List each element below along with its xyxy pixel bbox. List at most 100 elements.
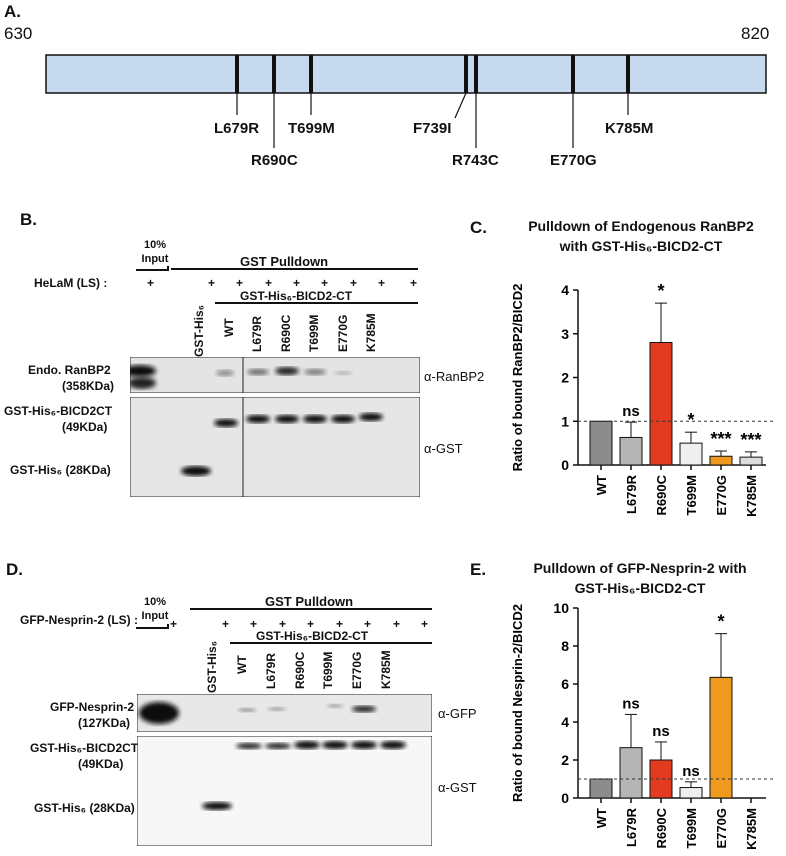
y-tick-label: 1	[561, 413, 569, 429]
lane-label: GST-His₆	[205, 640, 219, 693]
plus-sign: +	[208, 276, 216, 290]
input-label: 10% Input	[141, 239, 169, 265]
bar	[619, 747, 643, 799]
bar	[619, 436, 643, 466]
bicd2-domain-bar	[45, 54, 767, 94]
bar	[739, 456, 763, 466]
bar	[679, 787, 703, 799]
bar	[709, 455, 733, 466]
mutation-label-k785m: K785M	[605, 120, 654, 137]
mutation-label-r743c: R743C	[452, 152, 499, 169]
mutation-label-t699m: T699M	[288, 120, 335, 137]
panel-e-label: E.	[470, 560, 487, 579]
blot1-name: GFP-Nesprin-2	[50, 700, 135, 714]
y-axis-label: Ratio of bound RanBP2/BICD2	[510, 284, 525, 472]
construct-label: GST-His₆-BICD2-CT	[256, 629, 369, 643]
mutation-label-e770g: E770G	[550, 152, 597, 169]
plus-sign: +	[279, 617, 287, 631]
western-blot-ranbp2	[130, 357, 420, 393]
x-tick-label: K785M	[744, 475, 759, 517]
y-tick-label: 8	[561, 638, 569, 654]
lane-label: K785M	[379, 650, 393, 689]
plus-sign: +	[393, 617, 401, 631]
plus-sign: +	[222, 617, 230, 631]
lane-label: E770G	[336, 314, 350, 352]
x-tick-label: WT	[594, 808, 609, 828]
x-tick-label: E770G	[714, 475, 729, 515]
y-tick-label: 2	[561, 752, 569, 768]
domain-start-label: 630	[4, 24, 33, 43]
blot2-antibody: α-GST	[424, 441, 463, 456]
y-tick-label: 2	[561, 370, 569, 386]
lane-label: WT	[222, 318, 236, 337]
lane-label: T699M	[307, 314, 321, 352]
plus-sign: +	[293, 276, 301, 290]
treatment-label: HeLaM (LS) :	[34, 276, 108, 290]
mutation-label-f739i: F739I	[413, 120, 452, 137]
plus-sign: +	[147, 276, 155, 290]
lane-label: GST-His₆	[192, 304, 206, 357]
plus-sign: +	[421, 617, 429, 631]
lane-label: R690C	[279, 314, 293, 352]
panel-d-label: D.	[6, 560, 23, 579]
plus-sign: +	[350, 276, 358, 290]
bar	[679, 442, 703, 466]
y-tick-label: 4	[561, 714, 569, 730]
blot3-name: GST-His₆ (28KDa)	[10, 463, 111, 477]
y-tick-label: 4	[561, 282, 569, 298]
lane-label: L679R	[264, 652, 278, 689]
significance-label: ns	[622, 695, 640, 712]
x-tick-label: E770G	[714, 808, 729, 848]
lane-label: R690C	[293, 651, 307, 689]
x-tick-label: L679R	[624, 474, 639, 514]
significance-label: ***	[710, 429, 731, 449]
input-label: 10% Input	[141, 596, 169, 622]
blot1-name: Endo. RanBP2	[28, 363, 111, 377]
plus-sign: +	[378, 276, 386, 290]
bar	[649, 342, 673, 466]
plus-sign: +	[364, 617, 372, 631]
significance-label: *	[657, 281, 664, 301]
blot2-name: GST-His₆-BICD2CT	[30, 741, 139, 755]
significance-label: ns	[652, 723, 670, 740]
bar	[589, 420, 613, 466]
blot1-antibody: α-RanBP2	[424, 369, 485, 384]
domain-end-label: 820	[741, 24, 770, 43]
plus-sign: +	[265, 276, 273, 290]
lane-label: E770G	[350, 651, 364, 689]
western-blot-gst	[130, 397, 420, 497]
blot2-size: (49KDa)	[62, 420, 108, 434]
significance-label: *	[717, 612, 724, 632]
plus-sign: +	[307, 617, 315, 631]
plus-sign: +	[250, 617, 258, 631]
y-tick-label: 3	[561, 326, 569, 342]
blot1-size: (358KDa)	[62, 379, 115, 393]
y-axis-label: Ratio of bound Nesprin-2/BICD2	[510, 604, 525, 802]
significance-label: ns	[622, 403, 640, 420]
significance-label: *	[687, 410, 694, 430]
blot2-antibody: α-GST	[438, 780, 477, 795]
significance-label: ***	[740, 430, 761, 450]
y-tick-label: 0	[561, 457, 569, 473]
chart-e-title-line2: GST-His₆-BICD2-CT	[574, 580, 706, 596]
panel-b-label: B.	[20, 210, 37, 229]
significance-label: ns	[682, 763, 700, 780]
mutation-leader	[454, 92, 467, 119]
western-blot-gfp	[137, 694, 432, 732]
plus-sign: +	[336, 617, 344, 631]
x-tick-label: K785M	[744, 808, 759, 850]
x-tick-label: WT	[594, 475, 609, 495]
x-tick-label: T699M	[684, 475, 699, 515]
domain-diagram	[45, 54, 767, 148]
x-tick-label: L679R	[624, 807, 639, 847]
panel-a-label: A.	[4, 2, 21, 21]
y-tick-label: 6	[561, 676, 569, 692]
construct-label: GST-His₆-BICD2-CT	[240, 289, 353, 303]
lane-label: K785M	[364, 313, 378, 352]
chart-e-title-line1: Pulldown of GFP-Nesprin-2 with	[533, 560, 747, 576]
mutation-label-l679r: L679R	[214, 120, 260, 137]
bar	[709, 676, 733, 799]
